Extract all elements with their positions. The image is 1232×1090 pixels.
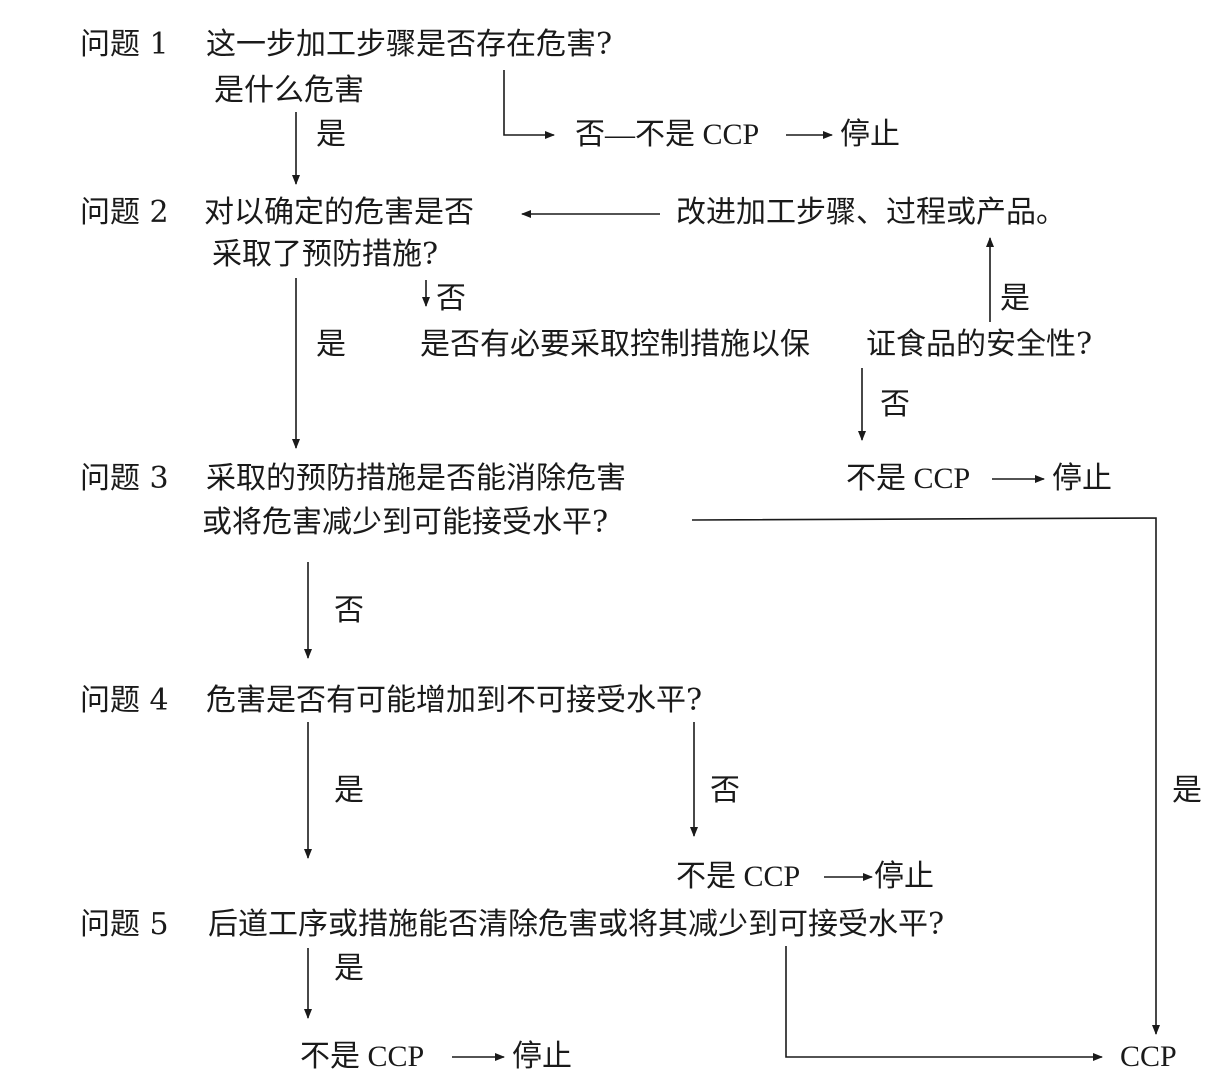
q5-label: 问题 5 bbox=[80, 907, 169, 942]
q3-no-label: 否 bbox=[334, 593, 364, 628]
control-no-label: 否 bbox=[880, 387, 910, 422]
q1-text-line1: 这一步加工步骤是否存在危害? bbox=[206, 27, 613, 62]
q4-label: 问题 4 bbox=[80, 683, 169, 718]
q5-yes-label: 是 bbox=[334, 951, 364, 986]
q2-no-label: 否 bbox=[436, 281, 466, 316]
q4-no-label: 否 bbox=[710, 773, 740, 808]
q1-stop: 停止 bbox=[840, 117, 900, 152]
arrow-q1-no bbox=[503, 70, 555, 139]
q4-text: 危害是否有可能增加到不可接受水平? bbox=[206, 683, 703, 718]
arrow-q5-no-to-ccp bbox=[785, 946, 1103, 1061]
control-question-part2: 证食品的安全性? bbox=[866, 327, 1093, 362]
row5-stop: 停止 bbox=[512, 1039, 572, 1074]
row4-not-ccp: 不是 CCP bbox=[676, 860, 801, 893]
q2-label: 问题 2 bbox=[80, 195, 169, 230]
arrow-q3-yes-to-ccp bbox=[691, 517, 1160, 1035]
row4-stop: 停止 bbox=[874, 859, 934, 894]
q3-text-line2: 或将危害减少到可能接受水平? bbox=[202, 505, 609, 540]
q1-yes-label: 是 bbox=[316, 117, 346, 152]
row3-not-ccp: 不是 CCP bbox=[846, 462, 971, 495]
improve-step: 改进加工步骤、过程或产品。 bbox=[676, 195, 1066, 230]
q5-text: 后道工序或措施能否清除危害或将其减少到可接受水平? bbox=[208, 907, 945, 942]
row3-stop: 停止 bbox=[1052, 461, 1112, 496]
q3-text-line1: 采取的预防措施是否能消除危害 bbox=[206, 461, 626, 496]
control-yes-label: 是 bbox=[1000, 281, 1030, 316]
ccp-result: CCP bbox=[1120, 1040, 1177, 1073]
q3-yes-label: 是 bbox=[1172, 773, 1202, 808]
q2-yes-label: 是 bbox=[316, 327, 346, 362]
q1-no-result: 否—不是 CCP bbox=[575, 118, 760, 151]
q1-label: 问题 1 bbox=[80, 27, 169, 62]
row5-not-ccp: 不是 CCP bbox=[300, 1040, 425, 1073]
q3-label: 问题 3 bbox=[80, 461, 169, 496]
q4-yes-label: 是 bbox=[334, 773, 364, 808]
q2-text-line1: 对以确定的危害是否 bbox=[204, 195, 474, 230]
q1-text-line2: 是什么危害 bbox=[214, 73, 364, 108]
control-question-part1: 是否有必要采取控制措施以保 bbox=[420, 327, 810, 362]
q2-text-line2: 采取了预防措施? bbox=[212, 237, 439, 272]
